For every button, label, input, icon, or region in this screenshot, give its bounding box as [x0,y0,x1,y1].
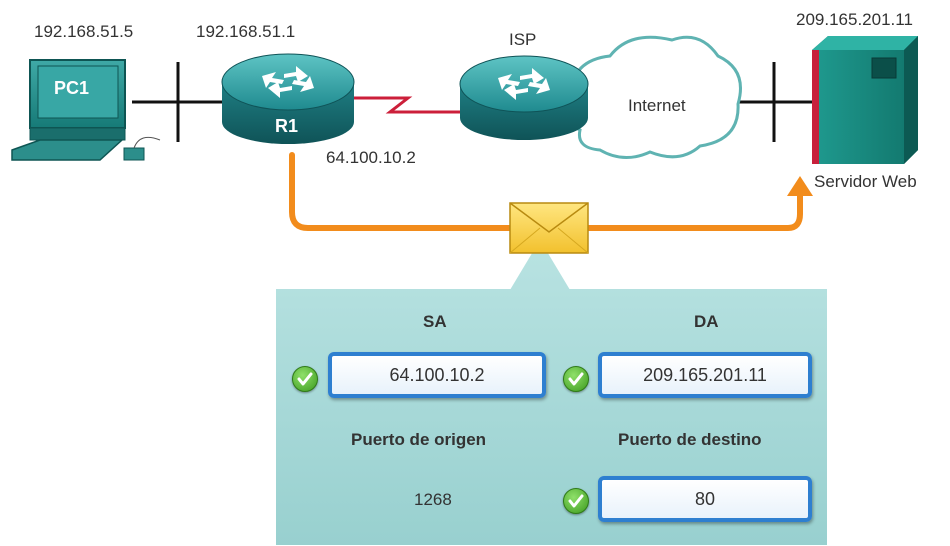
cloud-icon [565,35,742,159]
ethernet-link-cloud-server [738,62,812,142]
sa-header: SA [423,312,447,331]
pc-ip-label: 192.168.51.5 [34,22,134,41]
da-value-field: 209.165.201.11 [598,352,812,398]
dst-port-value-field: 80 [598,476,812,522]
check-icon [563,366,589,392]
packet-panel [274,236,829,546]
server-icon [812,36,918,164]
ethernet-link-pc-r1 [132,62,228,142]
envelope-icon [509,202,589,254]
pc-name-label: PC1 [54,78,90,98]
pc-icon [11,59,161,161]
cloud-label: Internet [628,96,686,115]
dst-port-header: Puerto de destino [618,430,762,449]
src-port-header: Puerto de origen [351,430,487,449]
server-label: Servidor Web [814,172,917,191]
router-wan-ip-label: 64.100.10.2 [326,148,416,167]
check-icon [563,488,589,514]
isp-label: ISP [509,30,537,49]
router-name-label: R1 [275,116,299,136]
server-ip-label: 209.165.201.11 [796,10,913,29]
sa-value-field: 64.100.10.2 [328,352,546,398]
router-ip-label: 192.168.51.1 [196,22,296,41]
da-header: DA [694,312,719,331]
check-icon [292,366,318,392]
router-icon-isp [459,55,589,140]
router-icon-r1 [221,53,355,144]
src-port-value: 1268 [414,490,452,509]
flow-arrow-head [787,176,813,196]
serial-link [352,96,462,114]
